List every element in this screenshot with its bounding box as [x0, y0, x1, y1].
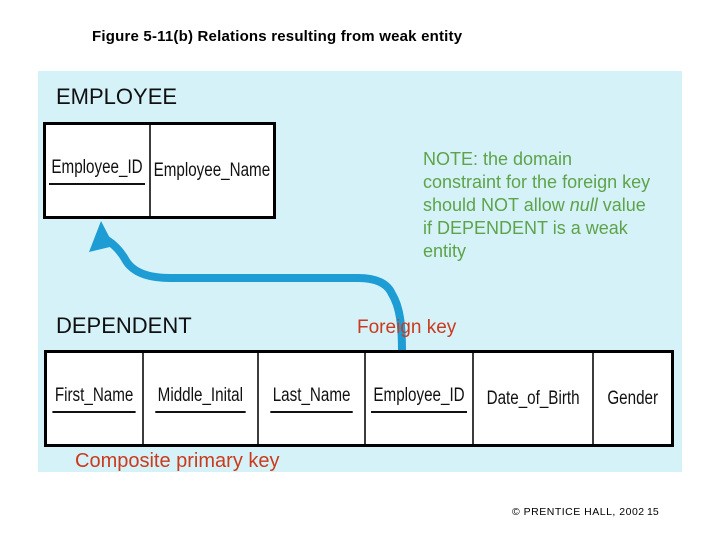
footer-page-number: 15 [647, 506, 659, 518]
dependent-table-cell-first-name: First_Name [47, 353, 144, 444]
column-label-first-name: First_Name [52, 385, 137, 413]
note-text-before: NOTE: the domain constraint for the fore… [423, 149, 651, 215]
dependent-entity-label: DEPENDENT [56, 313, 192, 339]
slide-title: Figure 5-11(b) Relations resulting from … [92, 28, 463, 45]
column-label-last-name: Last_Name [270, 385, 353, 413]
note-text-null-italic: null [569, 195, 598, 215]
column-label-date-of-birth: Date_of_Birth [486, 387, 580, 409]
footer-copyright: © PRENTICE HALL, 2002 [512, 506, 645, 518]
column-label-middle-inital: Middle_Inital [155, 385, 246, 413]
dependent-table-cell-employee-id: Employee_ID [366, 353, 474, 444]
dependent-relation-table: First_Name Middle_Inital Last_Name Emplo… [44, 350, 674, 447]
composite-primary-key-annotation: Composite primary key [75, 450, 280, 472]
dependent-table-cell-gender: Gender [594, 353, 671, 444]
dependent-table-cell-date-of-birth: Date_of_Birth [474, 353, 594, 444]
note-text-after: value if DEPENDENT is a weak entity [423, 195, 646, 261]
employee-table-cell-employee-name: Employee_Name [151, 125, 273, 216]
employee-relation-table: Employee_ID Employee_Name [43, 122, 276, 219]
column-label-gender: Gender [607, 387, 658, 409]
employee-table-cell-employee-id: Employee_ID [46, 125, 151, 216]
column-label-employee-name: Employee_Name [153, 159, 271, 181]
dependent-table-cell-last-name: Last_Name [259, 353, 366, 444]
note-text: NOTE: the domain constraint for the fore… [423, 148, 655, 263]
dependent-table-cell-middle-inital: Middle_Inital [144, 353, 259, 444]
column-label-employee-id-fk: Employee_ID [370, 385, 468, 413]
column-label-employee-id: Employee_ID [49, 157, 146, 185]
employee-entity-label-text: EMPLOYEE [56, 84, 178, 109]
foreign-key-annotation: Foreign key [357, 317, 457, 338]
dependent-entity-label-text: DEPENDENT [56, 313, 192, 338]
employee-entity-label: EMPLOYEE [56, 84, 177, 110]
